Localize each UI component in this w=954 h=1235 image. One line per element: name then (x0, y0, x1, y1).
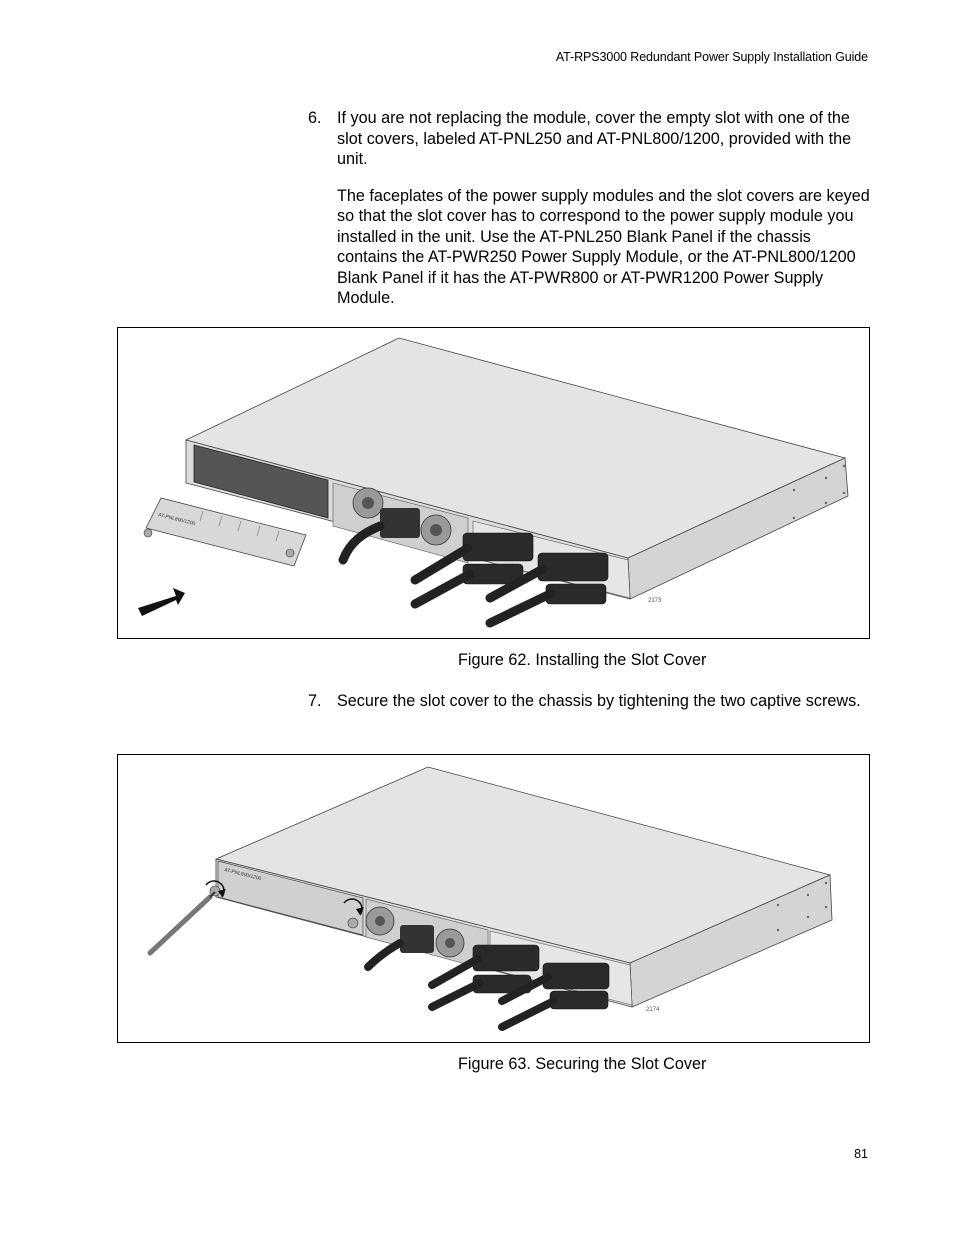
slot-cover-panel (145, 497, 307, 567)
step-paragraph: The faceplates of the power supply modul… (337, 186, 870, 308)
data-cable (498, 973, 552, 1005)
figure-caption: Figure 63. Securing the Slot Cover (458, 1055, 707, 1073)
data-cable (428, 955, 482, 989)
data-cable (498, 997, 558, 1031)
captive-screw-icon (285, 548, 295, 558)
step-paragraph: If you are not replacing the module, cov… (337, 109, 852, 168)
step-7: 7. Secure the slot cover to the chassis … (308, 691, 874, 728)
slot-cover-panel (217, 860, 364, 936)
data-connector-icon (542, 962, 610, 990)
figure-caption: Figure 62. Installing the Slot Cover (458, 651, 707, 669)
step-number: 6. (308, 109, 322, 127)
captive-screw-icon (143, 528, 153, 538)
data-connector-icon (545, 583, 607, 605)
data-cable (410, 569, 475, 609)
data-connector-icon (537, 552, 609, 582)
power-plug-icon (400, 925, 434, 953)
running-header: AT-RPS3000 Redundant Power Supply Instal… (555, 50, 868, 64)
power-cord (364, 939, 404, 971)
figure-62-illustration: AT-PNL800/1200 2173 (117, 327, 870, 639)
data-cable (485, 564, 548, 603)
power-cord (338, 521, 385, 565)
figure-id: 2173 (648, 598, 662, 604)
data-cable (428, 979, 484, 1011)
data-connector-icon (549, 990, 609, 1010)
insertion-arrow-icon (138, 588, 185, 616)
data-cable (410, 543, 473, 585)
step-6: 6. If you are not replacing the module, … (308, 108, 874, 325)
figure-id: 2174 (646, 1007, 660, 1013)
figure-63-illustration: AT-PNL800/1200 (117, 754, 870, 1043)
chassis-drawing: AT-PNL800/1200 (147, 766, 833, 1031)
page-number: 81 (854, 1147, 868, 1161)
captive-screw-icon (347, 917, 359, 929)
screwdriver-icon (147, 894, 213, 956)
data-connector-icon (462, 532, 534, 562)
data-cable (485, 589, 555, 628)
data-connector-icon (472, 944, 540, 972)
empty-slot (193, 444, 329, 519)
power-plug-icon (380, 508, 420, 538)
step-paragraph: Secure the slot cover to the chassis by … (337, 692, 861, 710)
chassis-drawing: AT-PNL800/1200 2173 (138, 337, 849, 628)
step-number: 7. (308, 692, 322, 710)
